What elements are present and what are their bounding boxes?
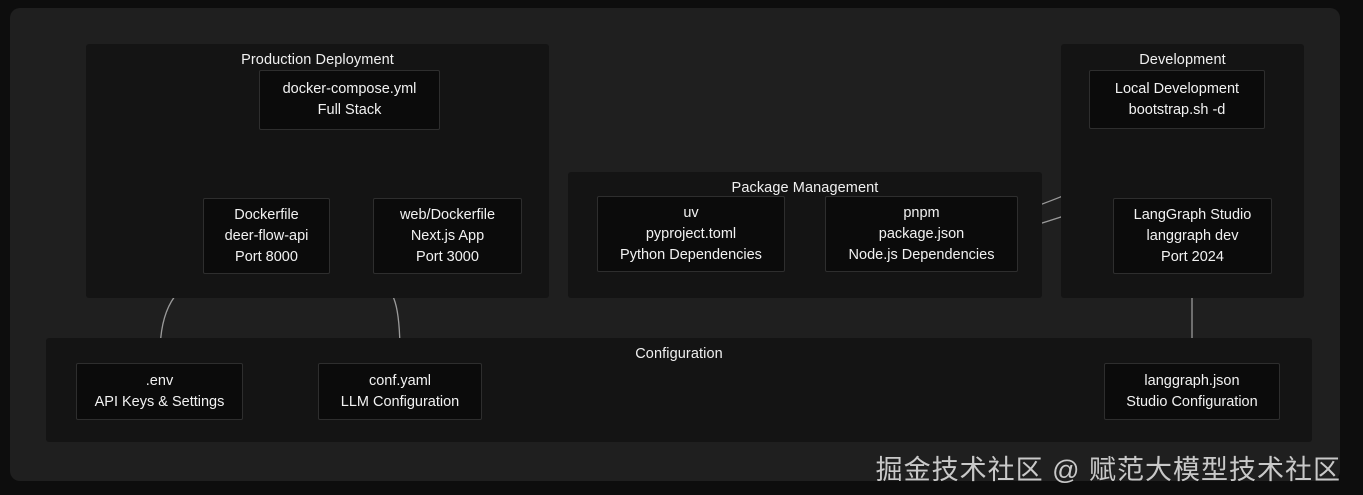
node-label: deer-flow-api	[224, 227, 309, 244]
node-label: Port 2024	[1161, 248, 1224, 265]
cluster-title-development: Development	[1139, 52, 1226, 68]
node-label: langgraph.json	[1144, 372, 1240, 389]
node-label: Local Development	[1114, 80, 1240, 97]
node-label: API Keys & Settings	[94, 393, 225, 410]
cluster-title-package-management: Package Management	[731, 180, 879, 196]
node-label: Port 3000	[416, 248, 479, 265]
watermark-text: 掘金技术社区 @ 赋范大模型技术社区	[875, 455, 1341, 485]
node-label: LangGraph Studio	[1133, 206, 1252, 223]
node-label: LLM Configuration	[340, 393, 460, 410]
cluster-title-production-deployment: Production Deployment	[241, 52, 394, 68]
node-label: pnpm	[903, 204, 940, 221]
node-label: Python Dependencies	[620, 246, 762, 263]
node-label: package.json	[878, 225, 965, 242]
cluster-configuration: Configuration	[46, 338, 1312, 442]
node-label: uv	[683, 204, 699, 221]
cluster-title-configuration: Configuration	[635, 346, 723, 362]
node-label: pyproject.toml	[645, 225, 737, 242]
node-label: Node.js Dependencies	[848, 246, 995, 263]
node-label: Full Stack	[317, 102, 382, 118]
node-label: conf.yaml	[368, 372, 432, 389]
node-label: langgraph dev	[1146, 227, 1239, 244]
node-label: bootstrap.sh -d	[1128, 101, 1226, 118]
node-label: Port 8000	[235, 248, 298, 265]
node-label: web/Dockerfile	[399, 206, 496, 223]
node-local-development[interactable]: Local Development bootstrap.sh -d	[1089, 70, 1265, 129]
node-label: Dockerfile	[234, 206, 299, 223]
node-label: docker-compose.yml	[282, 81, 417, 97]
node-label: Studio Configuration	[1126, 393, 1258, 410]
node-label: .env	[145, 372, 174, 389]
node-label: Next.js App	[410, 227, 485, 244]
